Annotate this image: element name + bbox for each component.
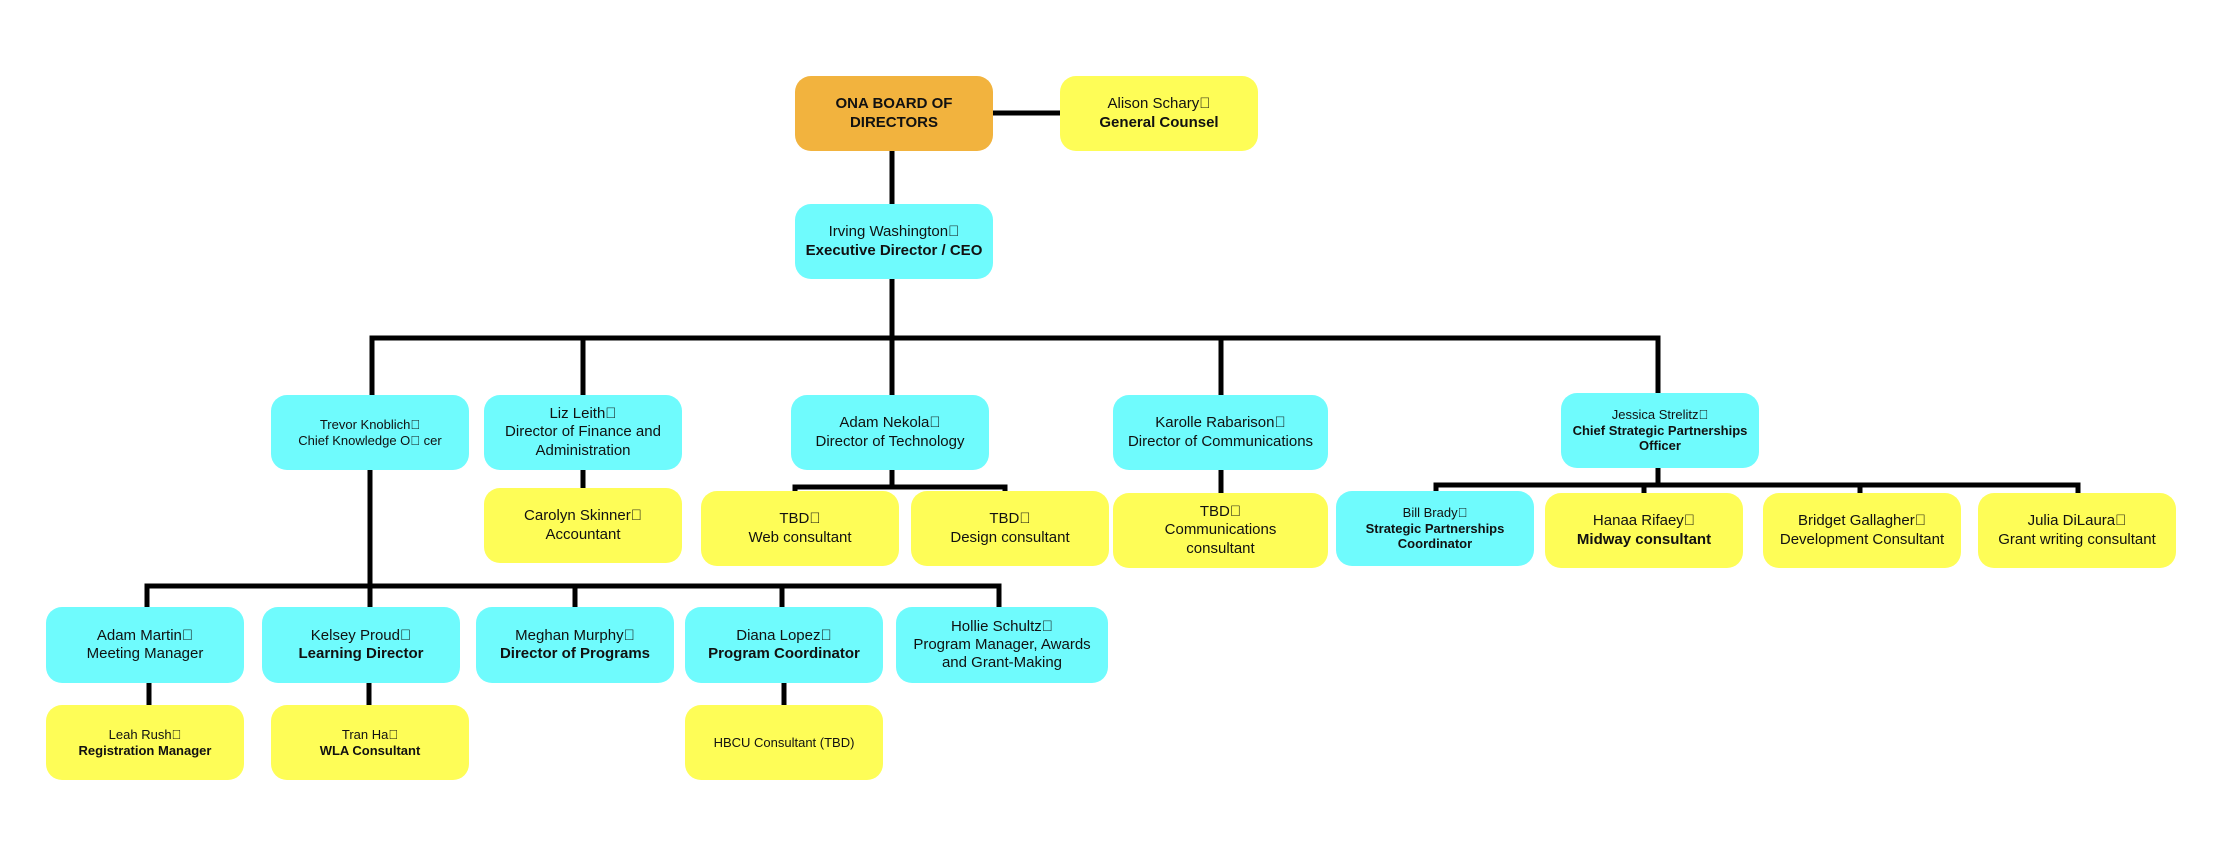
tbd-web-box: TBD  Web consultant (701, 491, 899, 566)
bridget-name: Bridget Gallagher  (1798, 512, 1926, 530)
tbd-design-title: Design consultant (950, 528, 1070, 546)
counsel-title: General Counsel (1099, 113, 1219, 131)
liz-title-line2: Administration (535, 441, 631, 459)
trevor-title: Chief Knowledge O  cer (298, 432, 442, 448)
hollie-title-line2: and Grant-Making (941, 654, 1063, 672)
carolyn-box: Carolyn Skinner  Accountant (484, 488, 682, 563)
board-title-line1: ONA BOARD OF (835, 95, 953, 113)
adam-martin-title: Meeting Manager (86, 645, 204, 662)
diana-title: Program Coordinator (708, 645, 860, 662)
tran-title: WLA Consultant (319, 742, 421, 758)
bill-box: Bill Brady  Strategic Partnerships Coord… (1336, 491, 1534, 566)
ceo-box: Irving Washington  Executive Director / … (795, 204, 993, 279)
julia-box: Julia DiLaura  Grant writing consultant (1978, 493, 2176, 568)
hanaa-box: Hanaa Rifaey  Midway consultant (1545, 493, 1743, 568)
meghan-box: Meghan Murphy  Director of Programs (476, 607, 674, 683)
counsel-name: Alison Schary  (1107, 95, 1211, 113)
tran-box: Tran Ha  WLA Consultant (271, 705, 469, 780)
tbd-web-name: TBD  (779, 510, 821, 528)
leah-title: Registration Manager (78, 742, 212, 758)
tbd-web-title: Web consultant (748, 528, 852, 546)
bridget-title: Development Consultant (1779, 530, 1945, 548)
karolle-name: Karolle Rabarison  (1155, 414, 1286, 432)
tbd-comms-box: TBD  Communications consultant (1113, 493, 1328, 568)
meghan-name: Meghan Murphy  (515, 626, 635, 644)
diana-name: Diana Lopez  (736, 626, 832, 644)
ceo-title: Executive Director / CEO (805, 241, 983, 259)
adam-martin-box: Adam Martin  Meeting Manager (46, 607, 244, 683)
bill-title-line2: Coordinator (1397, 536, 1473, 552)
hbcu-name: HBCU Consultant (TBD) (713, 734, 855, 750)
tran-name: Tran Ha  (341, 726, 399, 742)
tbd-comms-name: TBD  (1199, 503, 1242, 521)
board-of-directors-box: ONA BOARD OF DIRECTORS (795, 76, 993, 151)
jessica-box: Jessica Strelitz  Chief Strategic Partne… (1561, 393, 1759, 468)
hbcu-box: HBCU Consultant (TBD) (685, 705, 883, 780)
jessica-title-line2: Officer (1639, 438, 1681, 454)
adam-nekola-title: Director of Technology (815, 432, 965, 450)
jessica-name: Jessica Strelitz  (1611, 406, 1709, 422)
diana-box: Diana Lopez  Program Coordinator (685, 607, 883, 683)
adam-martin-name: Adam Martin  (96, 626, 194, 644)
karolle-box: Karolle Rabarison  Director of Communica… (1113, 395, 1328, 470)
liz-box: Liz Leith  Director of Finance and Admin… (484, 395, 682, 470)
hanaa-title: Midway consultant (1576, 530, 1712, 548)
julia-name: Julia DiLaura  (2027, 512, 2127, 530)
meghan-title: Director of Programs (499, 645, 651, 662)
karolle-title: Director of Communications (1127, 432, 1314, 450)
carolyn-name: Carolyn Skinner  (524, 507, 642, 525)
tbd-design-box: TBD  Design consultant (911, 491, 1109, 566)
hollie-box: Hollie Schultz  Program Manager, Awards … (896, 607, 1108, 683)
adam-nekola-box: Adam Nekola  Director of Technology (791, 395, 989, 470)
bridget-box: Bridget Gallagher  Development Consultan… (1763, 493, 1961, 568)
trevor-box: Trevor Knoblich  Chief Knowledge O  cer (271, 395, 469, 470)
tbd-comms-title-line1: Communications (1164, 521, 1277, 539)
general-counsel-box: Alison Schary  General Counsel (1060, 76, 1258, 151)
kelsey-box: Kelsey Proud  Learning Director (262, 607, 460, 683)
leah-name: Leah Rush  (108, 726, 182, 742)
julia-title: Grant writing consultant (1998, 530, 2156, 548)
hollie-title-line1: Program Manager, Awards (913, 635, 1091, 653)
hollie-name: Hollie Schultz  (950, 617, 1054, 635)
bill-title-line1: Strategic Partnerships (1365, 520, 1505, 536)
carolyn-title: Accountant (545, 525, 621, 543)
hanaa-name: Hanaa Rifaey  (1592, 512, 1696, 530)
tbd-design-name: TBD  (989, 510, 1031, 528)
liz-title-line1: Director of Finance and (505, 423, 661, 441)
liz-name: Liz Leith  (549, 405, 617, 423)
jessica-title-line1: Chief Strategic Partnerships (1572, 422, 1748, 438)
kelsey-name: Kelsey Proud  (310, 626, 412, 644)
bill-name: Bill Brady  (1402, 504, 1468, 520)
leah-box: Leah Rush  Registration Manager (46, 705, 244, 780)
kelsey-title: Learning Director (298, 645, 424, 662)
tbd-comms-title-line2: consultant (1186, 539, 1255, 557)
board-title-line2: DIRECTORS (849, 113, 939, 131)
adam-nekola-name: Adam Nekola  (839, 414, 941, 432)
trevor-name: Trevor Knoblich  (319, 416, 421, 432)
ceo-name: Irving Washington  (828, 223, 960, 241)
